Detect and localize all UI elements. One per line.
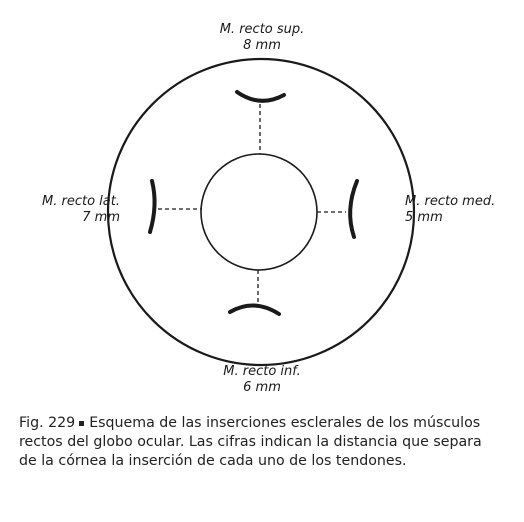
label-recto-inf: M. recto inf. 6 mm xyxy=(192,364,332,396)
caption-text: Esquema de las inserciones esclerales de… xyxy=(19,415,482,469)
label-recto-med-distance: 5 mm xyxy=(405,210,443,225)
insertion-sup xyxy=(235,90,286,103)
insertion-inf xyxy=(228,303,281,316)
label-recto-lat-distance: 7 mm xyxy=(82,210,120,225)
label-recto-inf-distance: 6 mm xyxy=(243,380,281,395)
label-recto-sup-name: M. recto sup. xyxy=(219,22,305,37)
cornea-outline xyxy=(200,153,318,271)
sclera-outline xyxy=(106,57,416,367)
label-recto-sup-distance: 8 mm xyxy=(243,38,281,53)
label-recto-sup: M. recto sup. 8 mm xyxy=(192,22,332,54)
figure-bullet-icon xyxy=(79,421,85,426)
label-recto-inf-name: M. recto inf. xyxy=(223,364,301,379)
label-recto-med: M. recto med. 5 mm xyxy=(405,194,520,226)
label-recto-lat-name: M. recto lat. xyxy=(42,194,120,209)
label-recto-lat: M. recto lat. 7 mm xyxy=(8,194,120,226)
label-recto-med-name: M. recto med. xyxy=(405,194,496,209)
figure-number: Fig. 229 xyxy=(19,415,76,431)
insertion-lat xyxy=(148,179,157,234)
insertion-med xyxy=(348,179,359,239)
eyeball-diagram xyxy=(106,57,416,367)
